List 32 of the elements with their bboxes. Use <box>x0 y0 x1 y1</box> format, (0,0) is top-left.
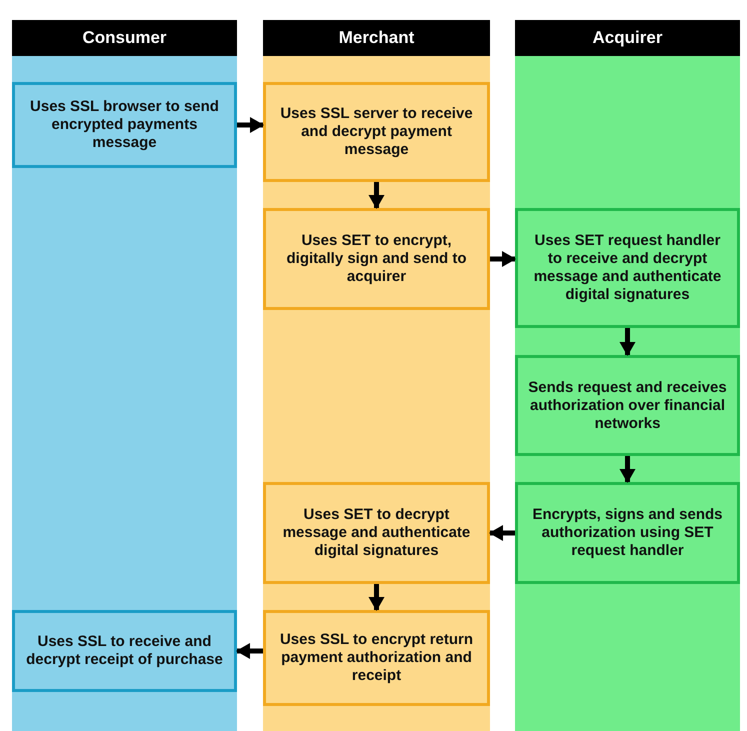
step-text: Uses SET to encrypt, digitally sign and send to acquirer <box>285 232 468 286</box>
swimlane <box>515 20 740 731</box>
process-box <box>263 208 490 310</box>
process-box <box>263 482 490 584</box>
process-box <box>12 610 237 692</box>
process-box <box>263 610 490 706</box>
arrow <box>620 456 636 483</box>
arrow <box>490 251 516 267</box>
step-text: Uses SSL browser to send encrypted payments message <box>29 98 220 152</box>
process-box <box>12 82 237 168</box>
step-text: Uses SSL to encrypt return payment authorization and receipt <box>278 631 474 685</box>
lane-header: Merchant <box>263 20 490 56</box>
step-text: Uses SSL to receive and decrypt receipt of purchase <box>25 633 224 669</box>
lane-header: Consumer <box>12 20 237 56</box>
arrow <box>237 117 264 133</box>
step-text: Sends request and receives authorization over financial networks <box>528 378 727 432</box>
swimlane <box>12 20 237 731</box>
step-text: Encrypts, signs and sends authorization using SET request handler <box>531 506 724 560</box>
arrow <box>236 643 263 659</box>
arrow <box>368 584 384 611</box>
lane-header: Acquirer <box>515 20 740 56</box>
step-text: Uses SET request handler to receive and decrypt message and authenticate digital signatures <box>532 232 722 304</box>
arrow <box>368 182 384 209</box>
process-box <box>515 208 740 328</box>
process-box <box>515 482 740 584</box>
swimlane <box>263 20 490 731</box>
process-box <box>263 82 490 182</box>
process-box <box>515 355 740 456</box>
arrow <box>620 328 636 356</box>
step-text: Uses SET to decrypt message and authenticate digital signatures <box>282 506 472 560</box>
step-text: Uses SSL server to receive and decrypt payment message <box>279 105 474 159</box>
arrow <box>489 525 515 541</box>
